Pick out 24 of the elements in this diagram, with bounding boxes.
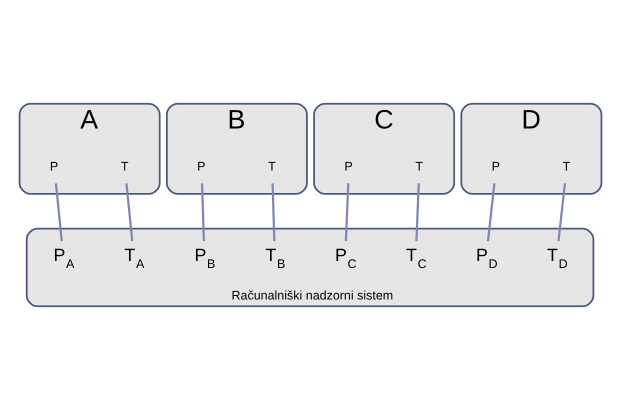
connector [486, 183, 496, 242]
node-text: P [492, 159, 500, 174]
node-text: P$_{A}$ [53, 244, 74, 271]
node-text: P$_{B}$ [194, 244, 216, 271]
node-text: T [562, 159, 570, 174]
node-text: P$_{C}$ [335, 244, 357, 271]
connector [54, 183, 63, 242]
node-text: P [50, 159, 58, 174]
connector [344, 183, 350, 242]
node-text: T$_{C}$ [406, 244, 427, 271]
connector [415, 183, 420, 242]
node-text: T [268, 159, 276, 174]
connector [271, 183, 276, 242]
connector [557, 183, 566, 242]
node-text: P$_{D}$ [476, 244, 498, 271]
node-text: T$_{D}$ [546, 244, 568, 271]
node-text: T$_{A}$ [124, 244, 144, 271]
node-text: T$_{B}$ [265, 244, 286, 271]
node-text: P [197, 159, 206, 174]
node-text: T [120, 159, 128, 174]
connector [200, 183, 205, 242]
node-text: T [415, 159, 423, 174]
connector [125, 183, 134, 242]
node-text: P [344, 159, 353, 174]
